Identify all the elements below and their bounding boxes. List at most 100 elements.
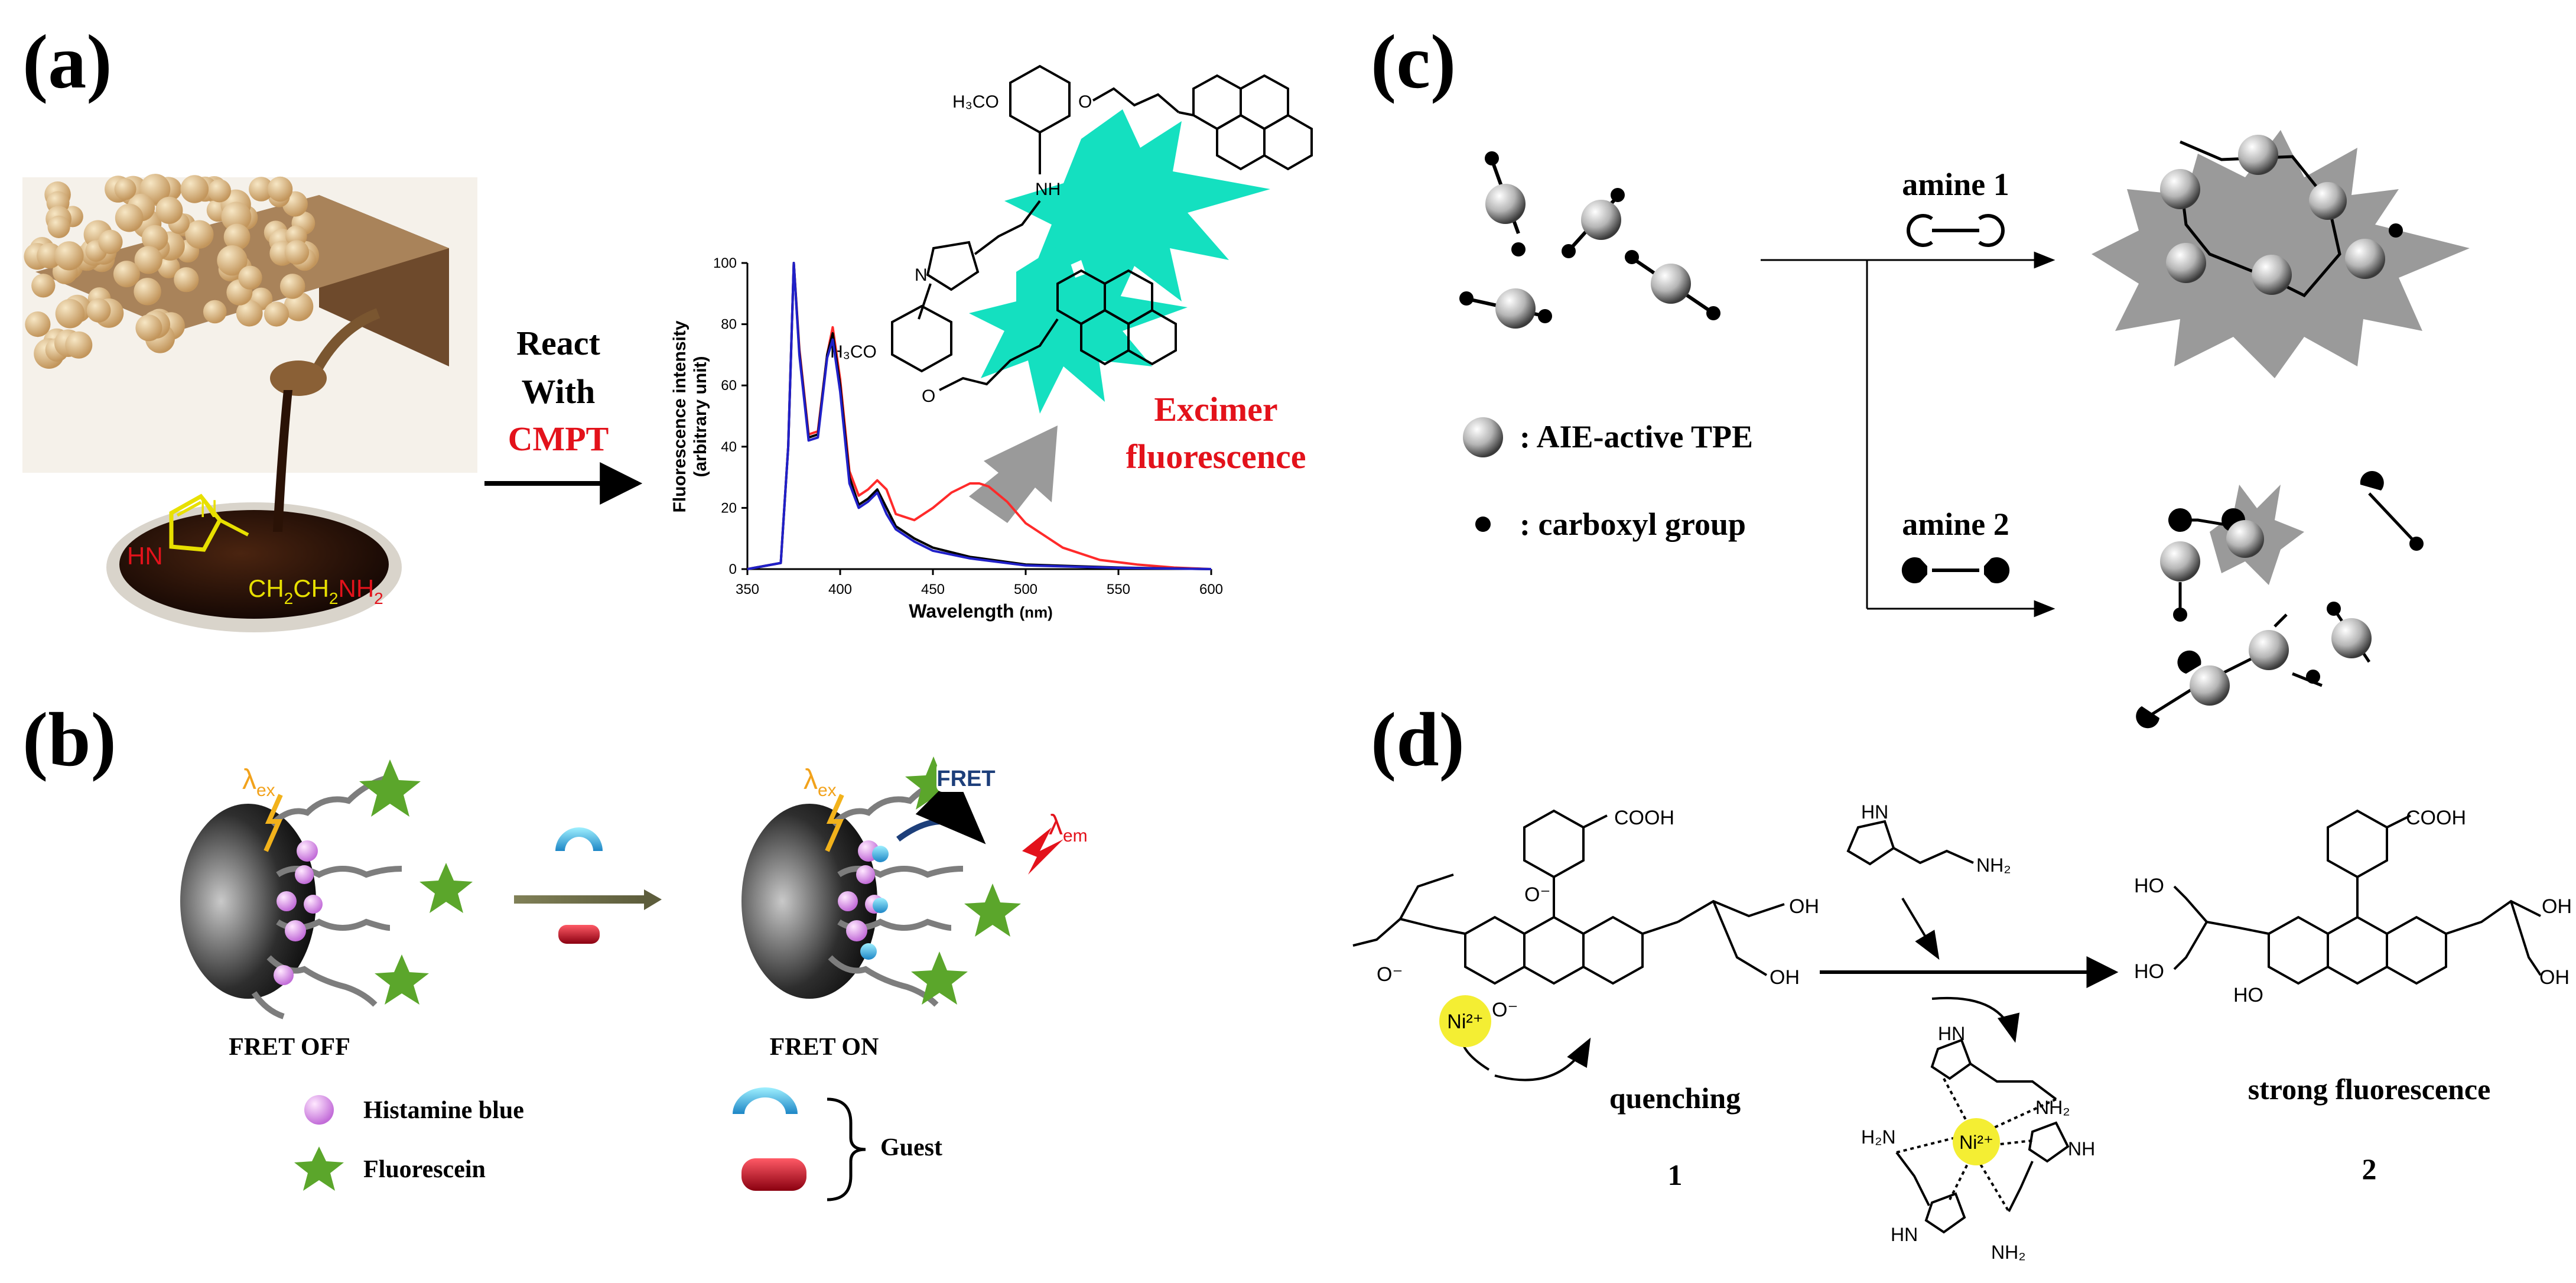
compound1-number: 1 [1668, 1158, 1683, 1191]
ho-compound2-bottom: HO [2134, 960, 2164, 983]
side-chain-ch2-a: CH [248, 574, 284, 602]
imidazole-n-label: N [200, 495, 217, 522]
complex-hn-bottom: HN [1891, 1224, 1918, 1245]
triazine-top-o: O [1078, 92, 1092, 112]
soybean [86, 298, 111, 323]
y-tick-label: 100 [713, 255, 737, 271]
with-label: With [522, 372, 596, 411]
side-chain-sub-c: 2 [374, 589, 383, 608]
excimer-label-line1: Excimer [1154, 390, 1277, 428]
soybean-soy-sauce-photo [22, 174, 477, 632]
guest-brace [827, 1097, 866, 1201]
tpe-monomers [1459, 151, 1720, 329]
triazine-nh: NH [1035, 180, 1061, 199]
nanoparticle-fret-on [741, 756, 1063, 1007]
soybean [25, 311, 51, 337]
ho-compound2-ring: HO [2233, 984, 2263, 1006]
imidazole-n-top: N [915, 265, 928, 285]
side-chain-sub-a: 2 [284, 589, 294, 608]
spectrum-ylabel-line2: (arbitrary unit) [691, 356, 710, 477]
soybean [37, 243, 63, 269]
compound-2-structure [2173, 809, 2542, 985]
ni-complex: Ni²⁺ [1959, 1132, 1993, 1153]
histamine-blue-legend-icon [304, 1095, 334, 1125]
soybean [47, 215, 70, 238]
soybean [31, 274, 56, 298]
y-tick-label: 40 [721, 439, 737, 455]
cmpt-label: CMPT [508, 420, 609, 458]
fret-off-label: FRET OFF [229, 1034, 350, 1061]
amine1-icon [1907, 214, 2005, 247]
x-tick-label: 600 [1199, 582, 1223, 597]
cooh-compound1: COOH [1614, 807, 1674, 829]
complex-nh2-bottom: NH₂ [1991, 1242, 2026, 1263]
soybean [264, 301, 290, 327]
svg-text:CH2CH2NH2: CH2CH2NH2 [248, 574, 383, 608]
soybean [55, 298, 85, 329]
histamine-nh2: NH₂ [1976, 855, 2011, 876]
svg-text:λex: λex [242, 764, 275, 800]
y-tick-label: 0 [729, 561, 737, 577]
panel-d-label: (d) [1371, 697, 1465, 782]
legend-histamine-blue: Histamine blue [363, 1097, 524, 1124]
excimer-burst-upper [1004, 109, 1270, 331]
fret-on-label: FRET ON [770, 1034, 879, 1061]
dispersed-tpe-polymer [2136, 471, 2424, 729]
o-minus-left: O⁻ [1377, 963, 1403, 986]
soybean [141, 225, 168, 252]
soybean [155, 196, 183, 224]
soybean [267, 176, 293, 202]
side-chain-nh: NH [339, 574, 375, 602]
guest-addition-arrow [514, 827, 662, 944]
lambda-em: λ [1049, 810, 1063, 841]
lambda-em-sub: em [1063, 826, 1088, 846]
fluorescein-legend-icon [294, 1146, 344, 1191]
react-label: React [516, 324, 600, 362]
legend-aie-tpe: : AIE-active TPE [1520, 419, 1753, 454]
carboxyl-legend-dot [1475, 517, 1491, 532]
excimer-burst-lower [969, 242, 1188, 414]
svg-text:λex: λex [804, 764, 837, 800]
soybean [115, 203, 144, 232]
quenching-label: quenching [1609, 1081, 1741, 1115]
guest-rod-legend-icon [741, 1158, 806, 1191]
o-minus-upper: O⁻ [1524, 884, 1550, 906]
soybean [223, 223, 251, 251]
ni-highlight-compound1 [1439, 995, 1491, 1047]
soybean [134, 246, 162, 274]
spectrum-series-line-3 [747, 262, 1212, 570]
side-chain-ch2-b: CH [293, 574, 329, 602]
x-tick-label: 550 [1107, 582, 1130, 597]
cooh-compound2: COOH [2406, 807, 2466, 829]
imidazole-hn-label: HN [127, 542, 163, 570]
soybean [135, 314, 162, 342]
compound-1-structure [1352, 809, 1785, 1081]
x-tick-label: 500 [1014, 582, 1037, 597]
soybean [134, 278, 161, 306]
side-chain-sub-b: 2 [329, 589, 339, 608]
soybean [249, 177, 274, 202]
soybean [221, 202, 252, 232]
soybean [284, 240, 310, 265]
lambda-ex-left-sub: ex [256, 781, 275, 800]
x-tick-label: 400 [828, 582, 852, 597]
cmpt-histamine-adduct: H₃CO O NH N H₃CO O [830, 64, 1313, 414]
lambda-ex-right-sub: ex [818, 781, 837, 800]
complex-nh-right: NH [2068, 1138, 2095, 1159]
y-tick-label: 20 [721, 500, 737, 516]
histamine-reagent [1846, 820, 2020, 1043]
soybean [65, 331, 93, 359]
soybean [114, 178, 136, 200]
legend-guest: Guest [880, 1134, 942, 1161]
nanoparticle-fret-off [180, 759, 473, 1019]
ho-compound2-top: HO [2134, 875, 2164, 897]
spectrum-ylabel-line1: Fluorescence intensity [670, 320, 689, 512]
soybean [279, 274, 305, 299]
amine2-icon [1901, 557, 2010, 583]
excimer-label-line2: fluorescence [1126, 437, 1306, 476]
soybean [185, 220, 214, 249]
tpe-legend-sphere [1463, 417, 1503, 457]
soybean [174, 267, 199, 293]
oh-compound2-bottom: OH [2539, 966, 2570, 989]
